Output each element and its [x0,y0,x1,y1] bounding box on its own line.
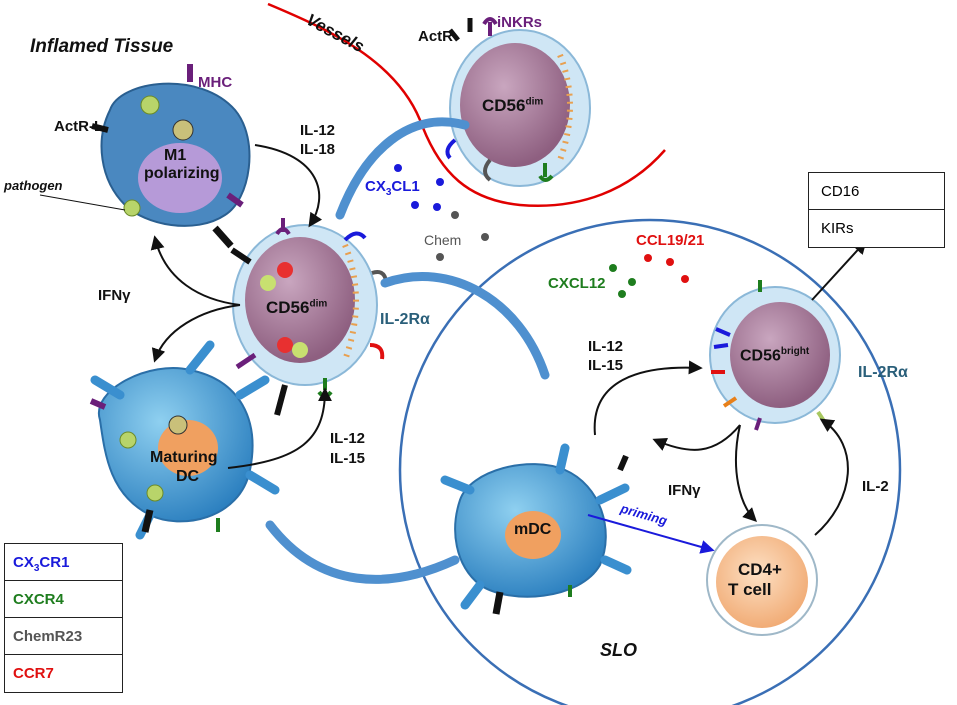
label-cd56-dim-vessel: CD56dim [482,96,544,115]
pathogen-pointer [39,194,126,211]
cd4-t-cell [706,524,818,636]
legend-item: CCR7 [13,665,54,682]
label-chem: Chem [424,232,462,248]
label-il12-il15-right-b: IL-15 [588,357,624,374]
label-ccl19-21: CCL19/21 [636,232,705,249]
arrow-ifng-to-dc [151,304,241,363]
label-il2ra-right: IL-2Rα [858,364,908,381]
arrow-ifng-to-tcell [734,424,757,522]
label-cxcl12: CXCL12 [548,275,606,292]
label-cd56-dim: CD56dim [266,298,328,317]
arrow-il12-il15-left [227,387,332,469]
arrow-il2 [814,418,849,536]
label-slo: SLO [600,640,638,660]
arrow-il12-il18 [254,144,323,228]
label-cd56-bright: CD56bright [740,346,810,365]
mdc-cell [440,443,632,615]
vessel-line-upper [267,2,666,207]
label-mhc: MHC [198,74,233,91]
label-il12-il18-b: IL-18 [300,141,336,158]
receptor-legend: CX3CR1 CXCR4 ChemR23 CCR7 [4,543,123,693]
label-cd4: CD4+ [738,560,782,579]
pathogen-shape [123,199,141,217]
label-ifng-right: IFNγ [668,482,701,499]
label-inflamed-tissue: Inflamed Tissue [30,36,174,57]
nk-cell-vessel [445,17,591,187]
m1-macrophage [91,64,251,249]
label-mdc: mDC [514,521,552,538]
slo-circle [398,218,902,705]
cxcl12-dots [609,264,636,298]
label-ifng-left: IFNγ [98,287,131,304]
label-maturing: Maturing [150,449,218,466]
arrow-ifng-to-m1 [150,235,241,306]
legend-item: CXCR4 [5,581,122,618]
legend-item: ChemR23 [5,618,122,655]
label-il12-il15-left-b: IL-15 [330,450,366,467]
arrow-il12-il15-right [593,360,703,436]
kir-box-item: KIRs [821,220,854,237]
chem-dots [436,211,489,261]
label-actr: ActR [418,28,454,45]
label-polarizing: polarizing [144,165,220,182]
label-inkrs: iNKRs [497,14,543,31]
nk-cell-bright [709,280,841,431]
label-il12-il15-left-a: IL-12 [330,430,366,447]
label-actr-l: ActR-L [54,118,104,135]
arrow-ifng-to-mdc [652,424,741,451]
migration-arrow-to-slo-top [380,272,550,380]
pathogen-shape [119,431,137,449]
label-il12-il18-a: IL-12 [300,122,336,139]
pathogen-shape [146,484,164,502]
label-tcell: T cell [728,580,772,599]
arrow-priming [587,514,715,554]
label-pathogen: pathogen [4,178,63,193]
legend-item: CX3CR1 [5,544,122,581]
pathogen-shape [140,95,160,115]
migration-arrow-vessel-to-tissue [335,117,470,220]
kir-box-item: CD16 [809,173,944,210]
label-il12-il15-right-a: IL-12 [588,338,624,355]
label-il2: IL-2 [862,478,889,495]
label-il2ra-left: IL-2Rα [380,311,430,328]
migration-arrow-to-slo-bottom [265,520,460,584]
cd16-kir-box: CD16 KIRs [808,172,945,248]
arrow-to-kir-box [811,239,867,301]
nk-cell-dim [230,218,388,416]
label-m1: M1 [164,147,187,164]
maturing-dc [89,340,280,540]
label-cx3cl1: CX3CL1 [365,178,420,198]
ccl19-dots [644,254,689,283]
cx3cl1-dots [394,164,444,211]
label-dc: DC [176,468,200,485]
